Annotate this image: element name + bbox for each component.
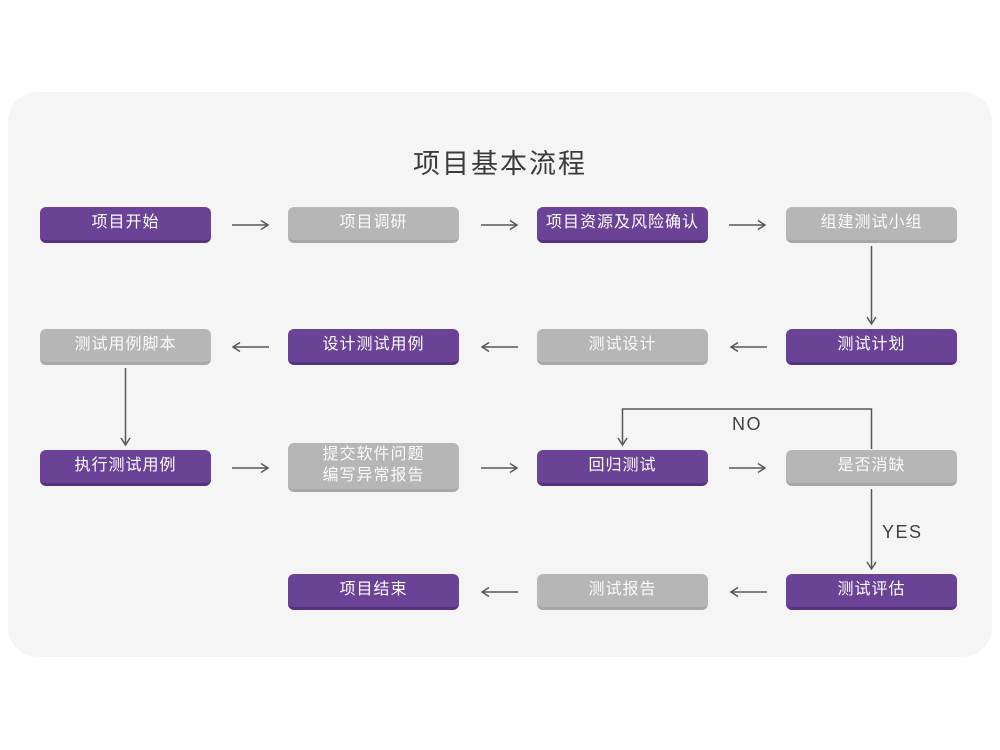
node-label: 项目开始: [91, 214, 160, 232]
node-label: 项目调研: [339, 214, 408, 232]
node-build-test-team: 组建测试小组: [786, 207, 957, 243]
node-test-report: 测试报告: [537, 574, 708, 610]
node-project-research: 项目调研: [288, 207, 459, 243]
node-label-line1: 提交软件问题: [322, 446, 425, 464]
node-label: 回归测试: [588, 457, 657, 475]
node-label: 设计测试用例: [322, 336, 425, 354]
node-label: 项目结束: [339, 581, 408, 599]
node-execute-test-cases: 执行测试用例: [40, 450, 211, 486]
diagram-title: 项目基本流程: [413, 149, 587, 179]
node-regression-test: 回归测试: [537, 450, 708, 486]
flowchart-card: [8, 92, 992, 657]
node-label: 是否消缺: [837, 457, 906, 475]
no-branch-label: NO: [732, 414, 762, 434]
node-project-start: 项目开始: [40, 207, 211, 243]
node-label: 测试用例脚本: [74, 336, 177, 354]
node-resources-risk-confirm: 项目资源及风险确认: [537, 207, 708, 243]
node-defects-cleared: 是否消缺: [786, 450, 957, 486]
node-test-case-scripts: 测试用例脚本: [40, 329, 211, 365]
node-test-plan: 测试计划: [786, 329, 957, 365]
node-label-line2: 编写异常报告: [322, 467, 425, 484]
yes-branch-label: YES: [882, 522, 923, 542]
node-design-test-cases: 设计测试用例: [288, 329, 459, 365]
node-test-design: 测试设计: [537, 329, 708, 365]
node-label: 测试评估: [837, 581, 906, 599]
node-test-evaluation: 测试评估: [786, 574, 957, 610]
node-label: 测试报告: [588, 581, 657, 599]
node-label: 执行测试用例: [74, 457, 177, 475]
node-label: 测试计划: [837, 336, 906, 354]
node-label: 组建测试小组: [820, 214, 923, 232]
node-project-end: 项目结束: [288, 574, 459, 610]
node-submit-issues-report: 提交软件问题 编写异常报告: [288, 443, 459, 492]
node-label: 测试设计: [588, 336, 657, 354]
node-label: 项目资源及风险确认: [545, 214, 699, 232]
